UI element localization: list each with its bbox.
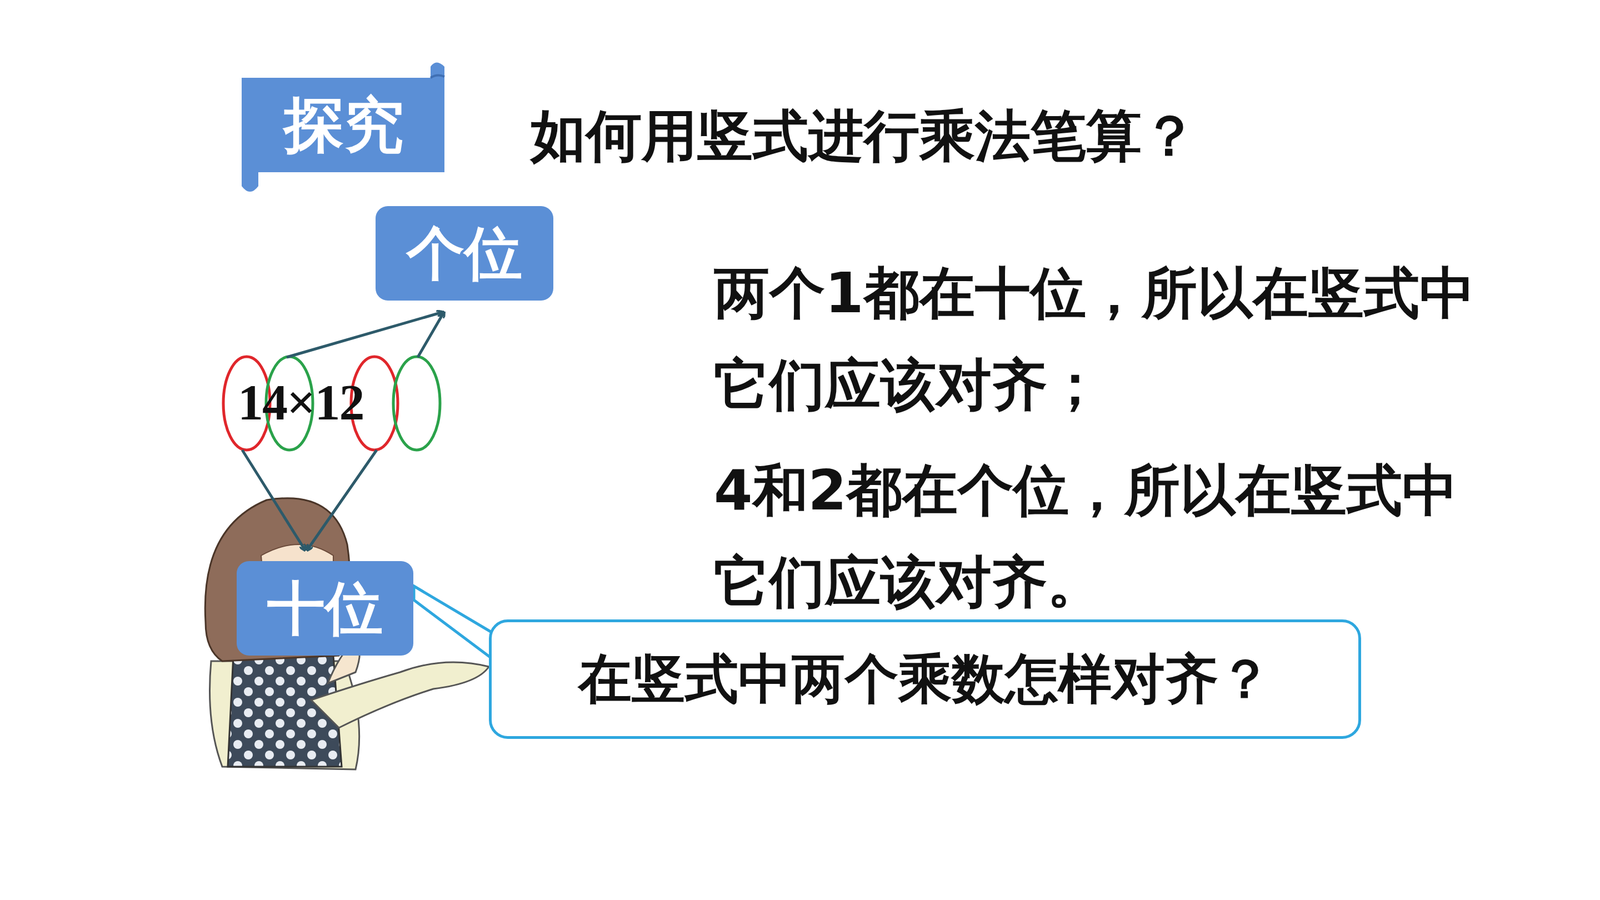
- explanation-text: 4和2都在个位，所以在竖式中它们应该对齐。: [713, 444, 1481, 628]
- multiplication-expression: 14×12: [237, 366, 472, 439]
- ten-box: 十位: [236, 561, 414, 656]
- title: 如何用竖式进行乘法笔算？: [530, 102, 1198, 170]
- pointer-lines: [242, 312, 444, 550]
- unit-box: 个位: [375, 206, 554, 301]
- speech-bubble: 在竖式中两个乘数怎样对齐？: [488, 619, 1362, 739]
- node-text: 探究: [283, 88, 404, 162]
- node-text: 十位: [267, 573, 383, 644]
- section-banner: 探究: [241, 61, 447, 195]
- woman-figure: [205, 498, 489, 770]
- node-text: 在竖式中两个乘数怎样对齐？: [578, 647, 1272, 712]
- unit-circle: [393, 356, 440, 450]
- node-text: 个位: [406, 218, 523, 289]
- explanation-text: 两个1都在十位，所以在竖式中它们应该对齐；: [713, 247, 1481, 431]
